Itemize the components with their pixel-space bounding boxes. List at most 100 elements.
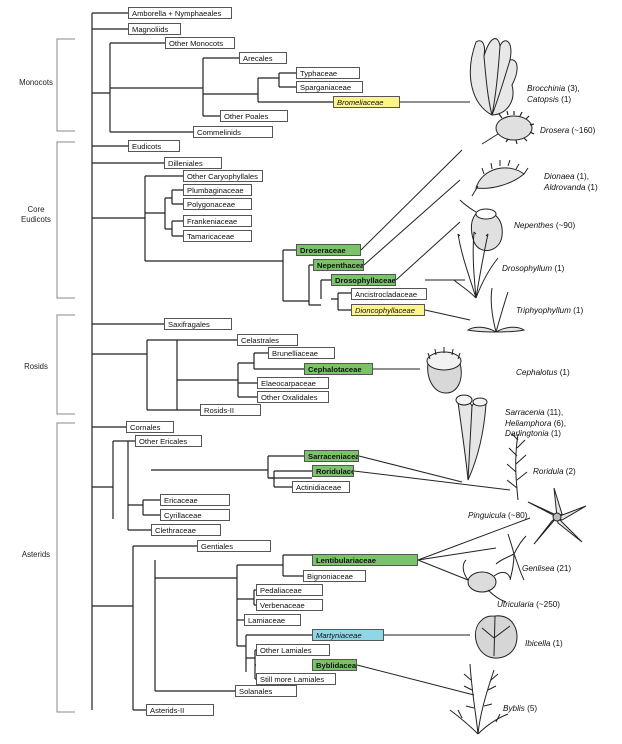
taxon-cornales: Cornales <box>126 421 174 433</box>
taxon-other-poales: Other Poales <box>220 110 288 122</box>
plant-name: Utricularia <box>497 600 534 609</box>
plant-count: (3), <box>565 84 580 93</box>
plant-name: Nepenthes <box>514 221 554 230</box>
pinguicula-plant-icon <box>527 487 587 545</box>
plant-count: (1) <box>550 639 563 648</box>
plant-count: (11), <box>544 408 564 417</box>
taxon-roridulaceae: Roridulaceae <box>312 465 354 477</box>
triphyophyllum-plant-icon <box>466 287 526 333</box>
taxon-cephalotaceae: Cephalotaceae <box>304 363 373 375</box>
taxon-other-lamiales: Other Lamiales <box>256 644 330 656</box>
plant-name: Brocchinia <box>527 84 566 93</box>
plant-label-brocchinia: Brocchinia (3),Catopsis (1) <box>527 84 580 105</box>
plant-name: Ibicella <box>525 639 551 648</box>
plant-label-utricularia: Utricularia (~250) <box>497 600 560 611</box>
plant-name: Pinguicula <box>468 511 506 520</box>
plant-count: (6), <box>551 418 566 428</box>
plant-name: Drosera <box>540 126 570 135</box>
plant-label-drosera: Drosera (~160) <box>540 126 595 137</box>
group-label-core: Core <box>27 205 45 214</box>
plant-count: (2) <box>563 467 576 476</box>
plant-name: Roridula <box>533 467 564 476</box>
taxon-tamaricaceae: Tamaricaceae <box>183 230 252 242</box>
plant-name: Byblis <box>503 704 525 713</box>
plant-name: Heliamphora <box>505 418 552 428</box>
plant-label-pinguicula: Pinguicula (~80) <box>468 511 527 522</box>
plant-label-ibicella: Ibicella (1) <box>525 639 563 650</box>
dionaea-plant-icon <box>471 159 529 197</box>
taxon-byblidaceae: Byblidaceae <box>312 659 357 671</box>
plant-name: Catopsis <box>527 94 559 104</box>
plant-label-drosophyllum: Drosophyllum (1) <box>502 264 564 275</box>
taxon-other-ericales: Other Ericales <box>135 435 202 447</box>
plant-label-roridula: Roridula (2) <box>533 467 576 478</box>
taxon-cyrillaceae: Cyrillaceae <box>160 509 230 521</box>
plant-name: Genlisea <box>522 564 555 573</box>
taxon-nepenthaceae: Nepenthaceae <box>313 259 364 271</box>
plant-name: Dionaea <box>544 172 575 181</box>
plant-name: Aldrovanda <box>544 182 586 192</box>
plant-count: (5) <box>524 704 538 713</box>
plant-label-cephalotus: Cephalotus (1) <box>516 368 570 379</box>
plant-count: (~250) <box>533 600 561 609</box>
taxon-commelinids: Commelinids <box>193 126 273 138</box>
plant-label-genlisea: Genlisea (21) <box>522 564 571 575</box>
taxon-arecales: Arecales <box>239 52 287 64</box>
taxon-martyniaceae: Martyniaceae <box>312 629 384 641</box>
plant-name: Darlingtonia <box>505 429 549 438</box>
plant-name: Drosophyllum <box>502 264 553 273</box>
ibicella-plant-icon <box>475 615 518 659</box>
byblis-plant-icon <box>449 663 509 735</box>
nepenthes-plant-icon <box>459 199 503 251</box>
taxon-sparganiaceae: Sparganiaceae <box>296 81 363 93</box>
plant-count: (1) <box>552 264 565 273</box>
taxon-still-more-lamiales: Still more Lamiales <box>256 673 336 685</box>
taxon-ancistrocladaceae: Ancistrocladaceae <box>351 288 427 300</box>
taxon-brunelliaceae: Brunelliaceae <box>268 347 335 359</box>
plant-count: (~160) <box>569 126 596 135</box>
plant-count: (21) <box>554 564 572 573</box>
taxon-other-monocots: Other Monocots <box>165 37 235 49</box>
taxon-gentiales: Gentiales <box>197 540 271 552</box>
drosera-plant-icon <box>481 110 535 145</box>
taxon-actinidiaceae: Actinidiaceae <box>292 481 350 493</box>
plant-label-sarracenia: Sarracenia (11),Heliamphora (6),Darlingt… <box>505 408 566 440</box>
taxon-other-caryophyllales: Other Caryophyllales <box>183 170 263 182</box>
plant-count: (~90) <box>553 221 576 230</box>
taxon-eudicots: Eudicots <box>128 140 180 152</box>
genlisea-plant-icon <box>495 533 527 581</box>
taxon-elaeocarpaceae: Elaeocarpaceae <box>257 377 329 389</box>
taxon-bromeliaceae: Bromeliaceae <box>333 96 400 108</box>
taxon-drosophyllaceae: Drosophyllaceae <box>331 274 396 286</box>
taxon-amborella: Amborella + Nymphaeales <box>128 7 232 19</box>
taxon-pedaliaceae: Pedaliaceae <box>256 584 323 596</box>
taxon-ericaceae: Ericaceae <box>160 494 230 506</box>
roridula-plant-icon <box>506 433 528 501</box>
plant-count: (1) <box>548 429 561 438</box>
sarracenia-plant-icon <box>455 394 488 481</box>
group-label-monocots: Monocots <box>19 78 53 87</box>
group-label-rosids: Rosids <box>24 362 48 371</box>
taxon-clethraceae: Clethraceae <box>151 524 221 536</box>
group-label-asterids: Asterids <box>21 550 51 559</box>
taxon-lamiaceae: Lamiaceae <box>244 614 301 626</box>
cephalotus-plant-icon <box>426 347 462 394</box>
taxon-rosids-ii: Rosids-II <box>200 404 261 416</box>
taxon-droseraceae: Droseraceae <box>296 244 361 256</box>
taxon-magnoliids: Magnoliids <box>128 23 181 35</box>
plant-count: (~80) <box>505 511 528 520</box>
taxon-verbenaceae: Verbenaceae <box>256 599 323 611</box>
taxon-asterids-ii: Asterids-II <box>146 704 214 716</box>
plant-count: (1) <box>570 306 584 315</box>
plant-name: Cephalotus <box>516 368 558 377</box>
taxon-saxifragales: Saxifragales <box>164 318 232 330</box>
plant-label-nepenthes: Nepenthes (~90) <box>514 221 575 232</box>
plant-label-byblis: Byblis (5) <box>503 704 537 715</box>
plant-name: Triphyophyllum <box>516 306 571 315</box>
taxon-celastrales: Celastrales <box>237 334 298 346</box>
taxon-frankeniaceae: Frankeniaceae <box>183 215 252 227</box>
taxon-other-oxalidales: Other Oxalidales <box>257 391 329 403</box>
plant-count: (1) <box>557 368 570 377</box>
taxon-plumbaginaceae: Plumbaginaceae <box>183 184 252 196</box>
